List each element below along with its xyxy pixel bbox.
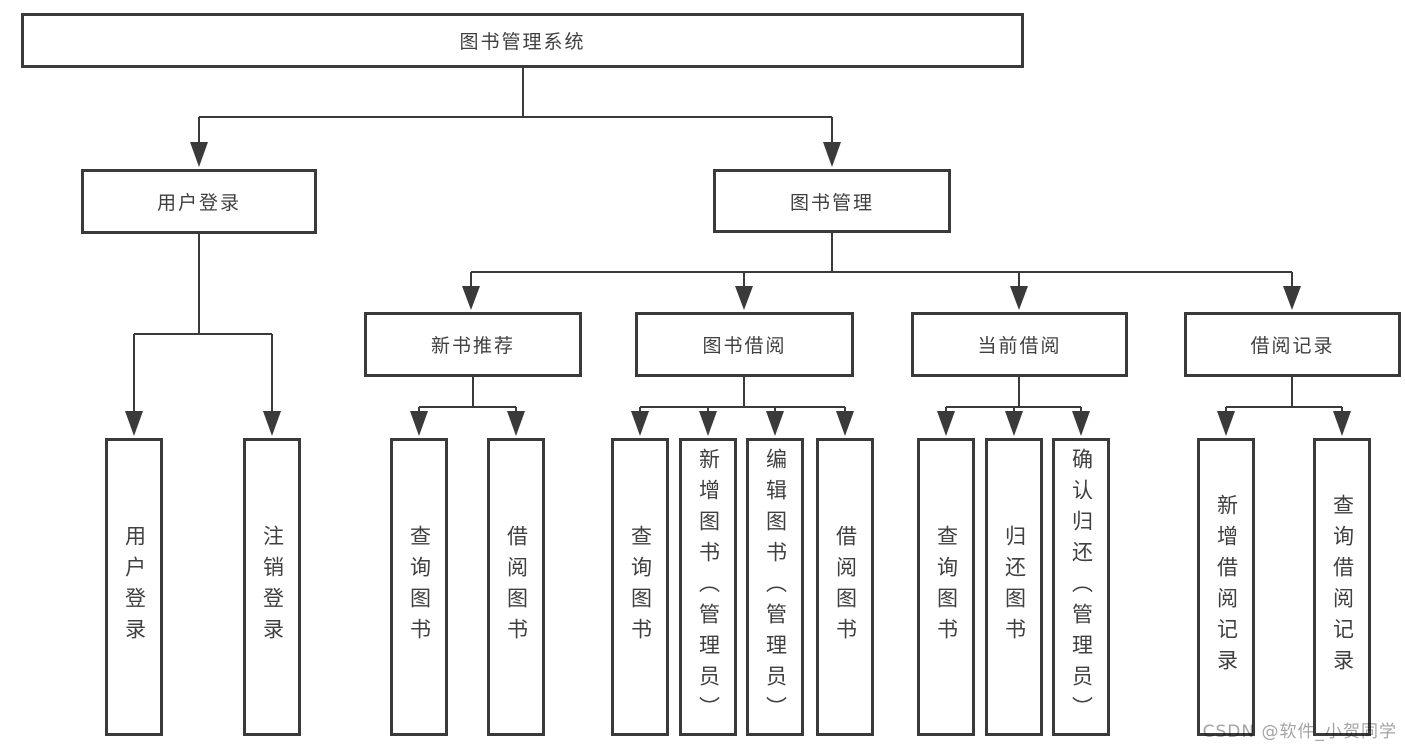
- node-label: 查询图书: [628, 525, 653, 649]
- node-label: 新增借阅记录: [1214, 494, 1239, 680]
- leaf-add-borrow-record: 新增借阅记录: [1197, 438, 1255, 736]
- connector-book-borrow: [631, 377, 854, 436]
- node-label: 新增图书（管理员）: [696, 447, 721, 727]
- connector-current-borrow: [937, 377, 1090, 436]
- leaf-borrow-books-recommend: 借阅图书: [487, 438, 545, 736]
- connector-user-login: [125, 234, 281, 436]
- connector-root: [190, 68, 841, 167]
- node-label: 借阅记录: [1250, 335, 1335, 357]
- node-new-book-recommend: 新书推荐: [364, 312, 582, 377]
- node-label: 当前借阅: [977, 335, 1062, 357]
- node-label: 查询图书: [934, 525, 959, 649]
- node-current-borrow: 当前借阅: [911, 312, 1128, 377]
- node-label: 编辑图书（管理员）: [763, 447, 788, 727]
- leaf-confirm-return-admin: 确认归还（管理员）: [1052, 438, 1110, 736]
- leaf-query-borrow-record: 查询借阅记录: [1313, 438, 1371, 736]
- node-label: 确认归还（管理员）: [1069, 447, 1094, 727]
- node-label: 查询借阅记录: [1330, 494, 1355, 680]
- leaf-query-books-borrow: 查询图书: [611, 438, 669, 736]
- connector-new-book-recommend: [410, 377, 525, 436]
- node-label: 借阅图书: [833, 525, 858, 649]
- leaf-query-books-recommend: 查询图书: [390, 438, 448, 736]
- leaf-return-book: 归还图书: [985, 438, 1043, 736]
- csdn-watermark: CSDN @软件_小贺同学: [1202, 722, 1397, 742]
- leaf-borrow-books: 借阅图书: [816, 438, 874, 736]
- node-book-borrow: 图书借阅: [635, 312, 854, 377]
- node-book-management-system: 图书管理系统: [21, 13, 1024, 68]
- leaf-query-books-current: 查询图书: [917, 438, 975, 736]
- node-label: 图书借阅: [702, 335, 787, 357]
- connector-book-management: [462, 233, 1301, 310]
- node-label: 图书管理系统: [459, 31, 586, 53]
- leaf-add-book-admin: 新增图书（管理员）: [679, 438, 737, 736]
- node-label: 用户登录: [156, 192, 241, 214]
- leaf-edit-book-admin: 编辑图书（管理员）: [746, 438, 804, 736]
- node-book-management: 图书管理: [713, 169, 951, 233]
- node-label: 图书管理: [789, 191, 874, 214]
- node-label: 查询图书: [407, 525, 432, 649]
- node-label: 注销登录: [260, 525, 285, 649]
- leaf-user-login: 用户登录: [105, 438, 163, 736]
- node-label: 新书推荐: [430, 335, 515, 357]
- node-label: 借阅图书: [504, 525, 529, 649]
- node-label: 归还图书: [1002, 525, 1027, 649]
- node-user-login: 用户登录: [81, 169, 317, 234]
- node-label: 用户登录: [122, 525, 147, 649]
- node-borrow-records: 借阅记录: [1184, 312, 1401, 377]
- leaf-logout: 注销登录: [243, 438, 301, 736]
- connector-borrow-records: [1217, 377, 1351, 436]
